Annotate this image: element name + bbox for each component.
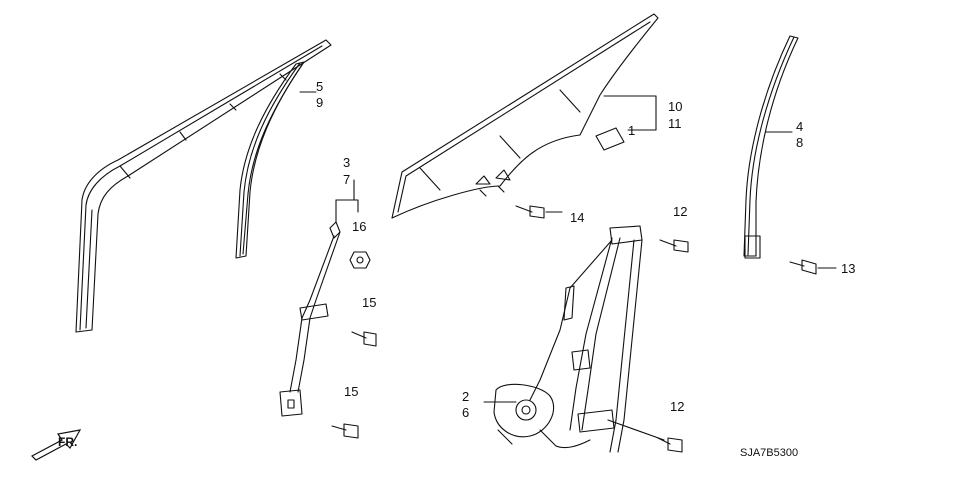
fastener-15-lower: [331, 423, 359, 439]
diagram-code: SJA7B5300: [740, 447, 798, 459]
fastener-14: [515, 205, 545, 219]
label-part-10: 10: [668, 99, 682, 114]
label-part-12-upper: 12: [673, 204, 687, 219]
fastener-12-upper: [659, 239, 689, 253]
label-part-13: 13: [841, 261, 855, 276]
label-part-2: 2: [462, 389, 469, 404]
label-part-3: 3: [343, 155, 350, 170]
label-part-16: 16: [352, 219, 366, 234]
outer-sash-molding: [75, 39, 332, 333]
label-part-15-lower: 15: [344, 384, 358, 399]
label-part-4: 4: [796, 119, 803, 134]
label-part-5: 5: [316, 79, 323, 94]
label-part-1: 1: [628, 123, 635, 138]
fastener-12-lower: [657, 437, 683, 453]
glass-run-channel: [235, 61, 305, 259]
door-glass: [391, 13, 659, 219]
front-direction-arrow-icon: FR.: [31, 429, 82, 461]
rear-run-channel: [743, 35, 799, 259]
fastener-15-upper: [351, 331, 377, 347]
regulator-sub-channel: [279, 221, 341, 417]
label-part-7: 7: [343, 172, 350, 187]
label-part-11: 11: [668, 116, 682, 131]
label-part-6: 6: [462, 405, 469, 420]
direction-label: FR.: [58, 435, 77, 449]
fastener-16: [349, 251, 371, 269]
label-part-8: 8: [796, 135, 803, 150]
fastener-13: [789, 259, 817, 275]
part-labels: 5 9 3 7 16 10 11 1 4 8 14 12 13 15 15 2 …: [316, 79, 855, 420]
glass-holder: [595, 127, 625, 151]
label-part-15-upper: 15: [362, 295, 376, 310]
label-part-14: 14: [570, 210, 584, 225]
label-part-12-lower: 12: [670, 399, 684, 414]
label-part-9: 9: [316, 95, 323, 110]
leader-lines: [299, 91, 837, 441]
window-regulator: [493, 225, 643, 453]
